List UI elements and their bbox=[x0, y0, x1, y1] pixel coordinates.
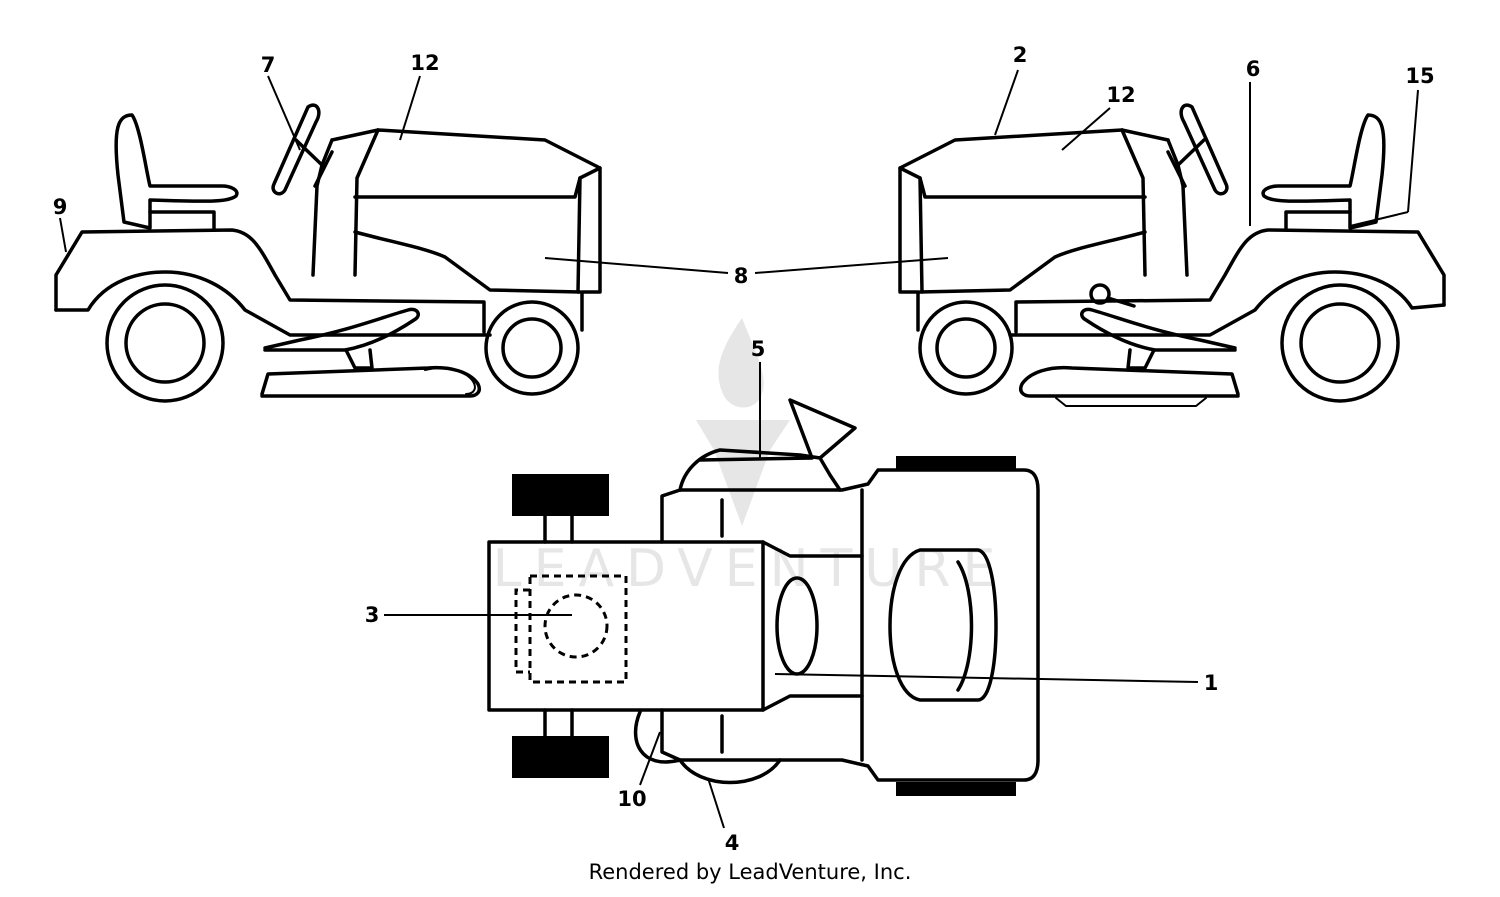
callout-10: 10 bbox=[617, 787, 646, 811]
watermark: LEADVENTURE bbox=[493, 318, 1008, 599]
callout-1: 1 bbox=[1204, 671, 1219, 695]
tractor-top-view bbox=[487, 398, 1040, 796]
watermark-text: LEADVENTURE bbox=[493, 539, 1008, 599]
callout-9: 9 bbox=[53, 195, 68, 219]
tractor-left-view bbox=[54, 103, 602, 403]
callout-12: 12 bbox=[1106, 83, 1135, 107]
callout-6: 6 bbox=[1246, 57, 1261, 81]
rear-tire-right bbox=[512, 736, 609, 778]
watermark-chevron-icon bbox=[696, 420, 790, 526]
callout-5: 5 bbox=[751, 337, 766, 361]
callout-2: 2 bbox=[1013, 43, 1028, 67]
callout-4: 4 bbox=[725, 831, 740, 855]
watermark-flame-icon bbox=[718, 318, 764, 408]
callout-3: 3 bbox=[365, 603, 380, 627]
rear-tire-left bbox=[512, 474, 609, 516]
render-credit: Rendered by LeadVenture, Inc. bbox=[588, 860, 912, 884]
callout-8: 8 bbox=[734, 264, 749, 288]
tractor-right-view bbox=[898, 103, 1446, 407]
callout-7: 7 bbox=[261, 53, 276, 77]
leader-lines bbox=[59, 69, 1419, 829]
callout-12: 12 bbox=[410, 51, 439, 75]
callout-15: 15 bbox=[1405, 64, 1434, 88]
callouts: 7 12 9 8 2 12 6 15 5 3 1 10 4 bbox=[53, 43, 1435, 855]
